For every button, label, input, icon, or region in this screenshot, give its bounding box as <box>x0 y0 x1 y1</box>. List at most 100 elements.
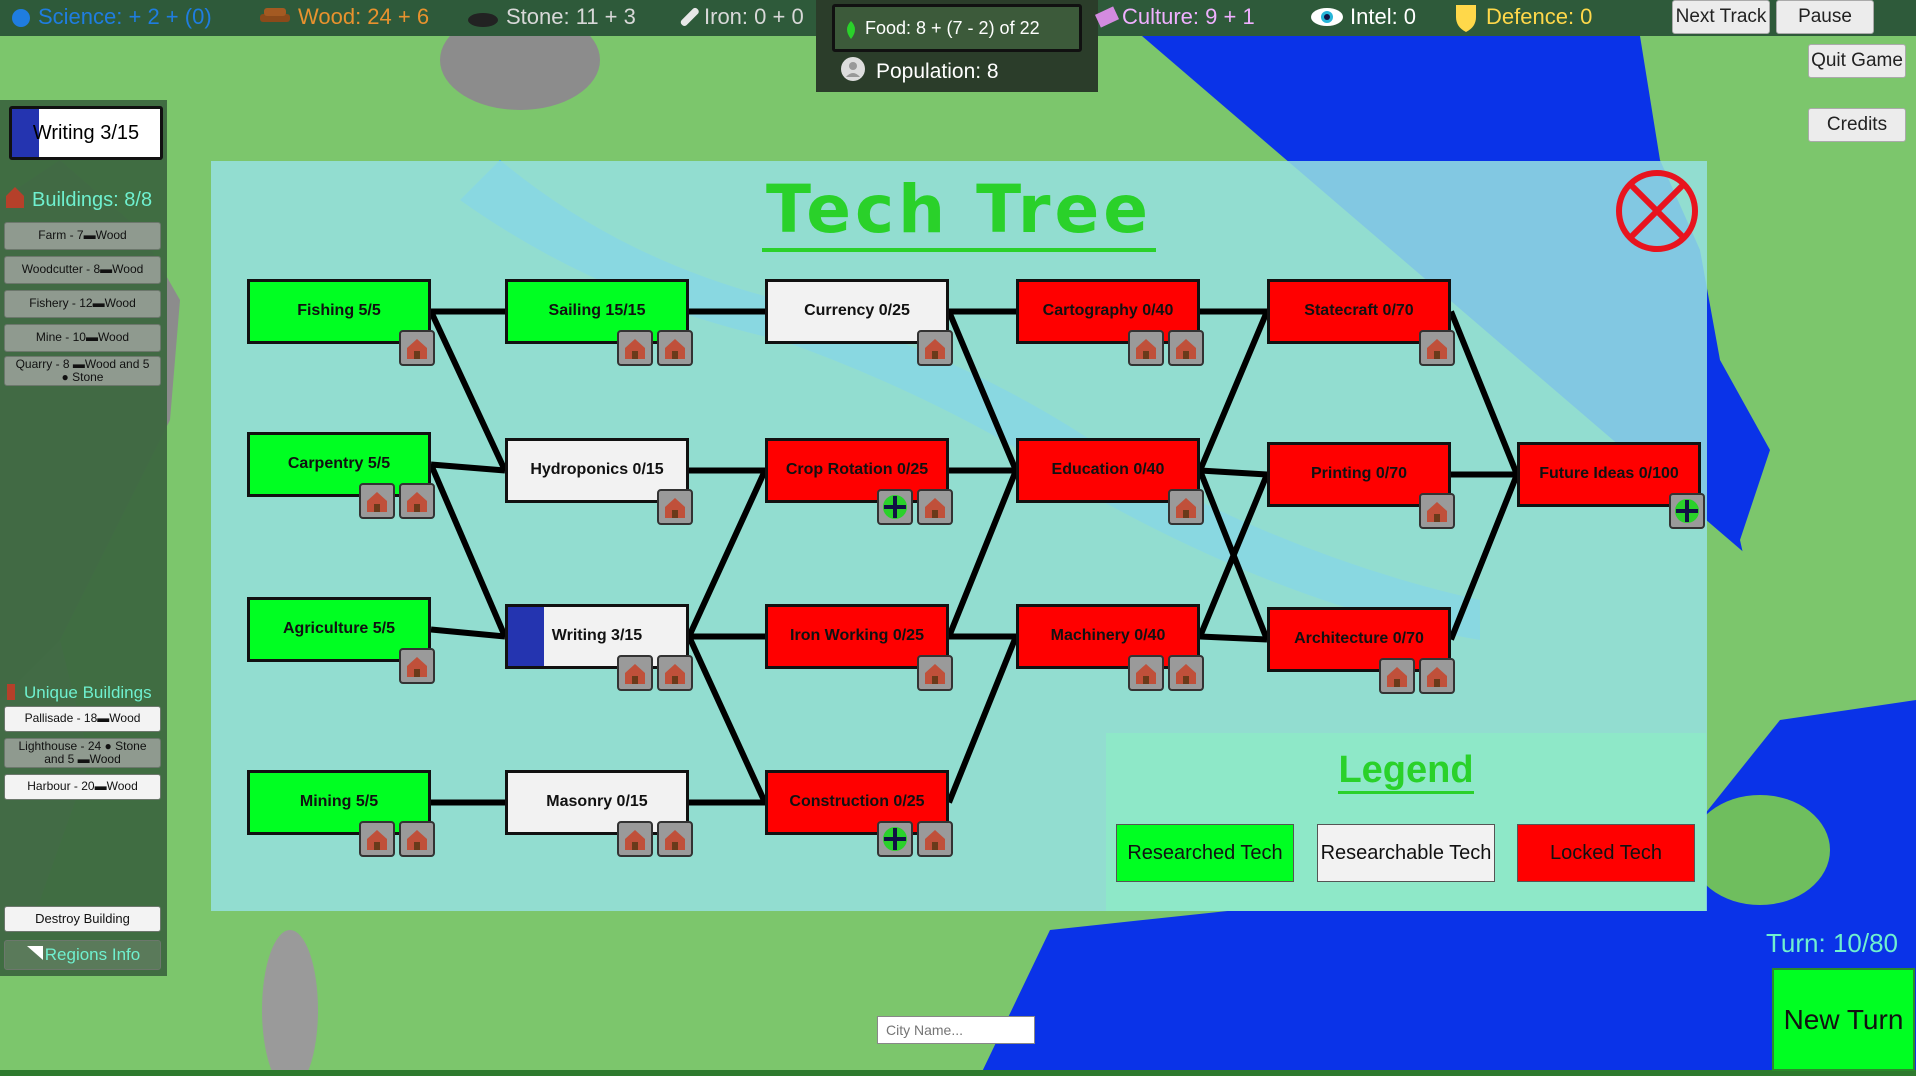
build-farm-button[interactable]: Farm - 7 ▬Wood <box>4 222 161 250</box>
science-value: Science: + 2 + (0) <box>38 4 212 29</box>
build-fishery-button[interactable]: Fishery - 12 ▬Wood <box>4 290 161 318</box>
iron-counter: Iron: 0 + 0 <box>676 2 804 32</box>
windmill-icon <box>1128 655 1164 691</box>
school-icon <box>657 655 693 691</box>
eye-icon <box>1310 6 1344 28</box>
iron-value: Iron: 0 + 0 <box>704 4 804 29</box>
credits-button[interactable]: Credits <box>1808 108 1906 142</box>
science-icon <box>10 6 32 28</box>
current-research-indicator[interactable]: Writing 3/15 <box>9 106 163 160</box>
fishery-icon <box>399 330 435 366</box>
legend-researched: Researched Tech <box>1116 824 1294 882</box>
unique-buildings-header: Unique Buildings <box>4 680 152 705</box>
stone-house-icon <box>657 821 693 857</box>
tech-label: Writing 3/15 <box>551 627 643 645</box>
tech-hydroponics[interactable]: Hydroponics 0/15 <box>505 438 689 503</box>
workshop-icon <box>1168 655 1204 691</box>
tech-label: Agriculture 5/5 <box>282 620 396 638</box>
legend-researchable: Researchable Tech <box>1317 824 1495 882</box>
harbour-icon <box>617 330 653 366</box>
tech-label: Statecraft 0/70 <box>1304 302 1414 320</box>
legend-locked: Locked Tech <box>1517 824 1695 882</box>
build-quarry-button[interactable]: Quarry - 8 ▬Wood and 5 ● Stone <box>4 356 161 386</box>
unique-buildings-title: Unique Buildings <box>24 682 152 702</box>
chisel-icon <box>617 821 653 857</box>
iron-icon <box>676 6 699 28</box>
build-pallisade-button[interactable]: Pallisade - 18 ▬Wood <box>4 706 161 732</box>
close-tech-tree-button[interactable] <box>1614 168 1700 254</box>
regions-info-button[interactable]: Regions Info <box>4 940 161 970</box>
tech-label: Iron Working 0/25 <box>790 627 924 645</box>
wood-value: Wood: 24 + 6 <box>298 4 430 29</box>
wood-icon: ▬ <box>97 711 110 726</box>
map-icon <box>1128 330 1164 366</box>
tech-label: Cartography 0/40 <box>1042 302 1174 320</box>
new-turn-button[interactable]: New Turn <box>1772 968 1915 1071</box>
tech-label: Education 0/40 <box>1051 461 1165 479</box>
wood-icon: ▬ <box>92 296 105 311</box>
tech-progress-fill <box>508 607 544 666</box>
next-track-button[interactable]: Next Track <box>1672 0 1770 34</box>
library-icon <box>617 655 653 691</box>
tech-label: Future Ideas 0/100 <box>1539 465 1679 483</box>
research-progress-fill <box>12 109 39 157</box>
market-icon <box>917 330 953 366</box>
university-icon <box>1168 489 1204 525</box>
intel-counter: Intel: 0 <box>1310 2 1416 32</box>
stone-icon: ● <box>101 738 116 753</box>
science-counter: Science: + 2 + (0) <box>10 2 212 32</box>
leaf-icon <box>843 19 859 46</box>
culture-value: Culture: 9 + 1 <box>1122 4 1255 29</box>
tech-iron-working[interactable]: Iron Working 0/25 <box>765 604 949 669</box>
pause-button[interactable]: Pause <box>1776 0 1874 34</box>
tech-tree-title: Tech Tree <box>211 171 1707 252</box>
population-value: Population: 8 <box>876 60 999 83</box>
build-mine-button[interactable]: Mine - 10 ▬Wood <box>4 324 161 352</box>
palace-icon <box>1419 330 1455 366</box>
printing-press-icon <box>1419 493 1455 529</box>
wood-icon: ▬ <box>100 262 113 277</box>
stone-counter: Stone: 11 + 3 <box>466 2 636 32</box>
culture-counter: Culture: 9 + 1 <box>1094 2 1255 32</box>
person-icon <box>840 56 866 88</box>
quarry-icon <box>399 821 435 857</box>
farm-icon <box>917 489 953 525</box>
destroy-building-button[interactable]: Destroy Building <box>4 906 161 932</box>
tech-label: Hydroponics 0/15 <box>530 461 664 479</box>
tech-label: Architecture 0/70 <box>1294 630 1424 648</box>
tower-icon <box>1379 658 1415 694</box>
wall-icon <box>1419 658 1455 694</box>
wood-icon: ▬ <box>94 779 107 794</box>
shield-icon <box>1452 3 1480 32</box>
intel-value: Intel: 0 <box>1350 4 1417 29</box>
food-counter: Food: 8 + (7 - 2) of 22 <box>832 4 1082 52</box>
tower-icon <box>4 680 18 705</box>
book-icon <box>1094 6 1120 28</box>
quit-game-button[interactable]: Quit Game <box>1808 44 1906 78</box>
tech-label: Construction 0/25 <box>789 793 925 811</box>
build-harbour-button[interactable]: Harbour - 20 ▬Wood <box>4 774 161 800</box>
tech-label: Carpentry 5/5 <box>287 455 391 473</box>
plus-icon <box>1669 493 1705 529</box>
plus-icon <box>877 489 913 525</box>
food-value: Food: 8 + (7 - 2) of 22 <box>865 17 1040 38</box>
buildings-header: Buildings: 8/8 <box>4 184 152 216</box>
wood-icon <box>258 6 292 28</box>
legend-title: Legend <box>1106 749 1706 794</box>
stone-value: Stone: 11 + 3 <box>506 4 636 29</box>
tech-sailing[interactable]: Sailing 15/15 <box>505 279 689 344</box>
build-lighthouse-button[interactable]: Lighthouse - 24 ● Stone and 5 ▬Wood <box>4 738 161 768</box>
defence-value: Defence: 0 <box>1486 4 1593 29</box>
wood-icon: ▬ <box>83 228 96 243</box>
wood-icon: ▬ <box>74 752 90 766</box>
hydro-farm-icon <box>657 489 693 525</box>
woodcutter-icon <box>399 483 435 519</box>
stone-icon <box>466 6 500 28</box>
tech-carpentry[interactable]: Carpentry 5/5 <box>247 432 431 497</box>
build-woodcutter-button[interactable]: Woodcutter - 8 ▬Wood <box>4 256 161 284</box>
wood-counter: Wood: 24 + 6 <box>258 2 429 32</box>
wood-icon: ▬ <box>69 356 85 371</box>
city-name-input[interactable] <box>877 1016 1035 1044</box>
wood-icon: ▬ <box>85 330 98 345</box>
turn-counter: Turn: 10/80 <box>1766 928 1899 958</box>
